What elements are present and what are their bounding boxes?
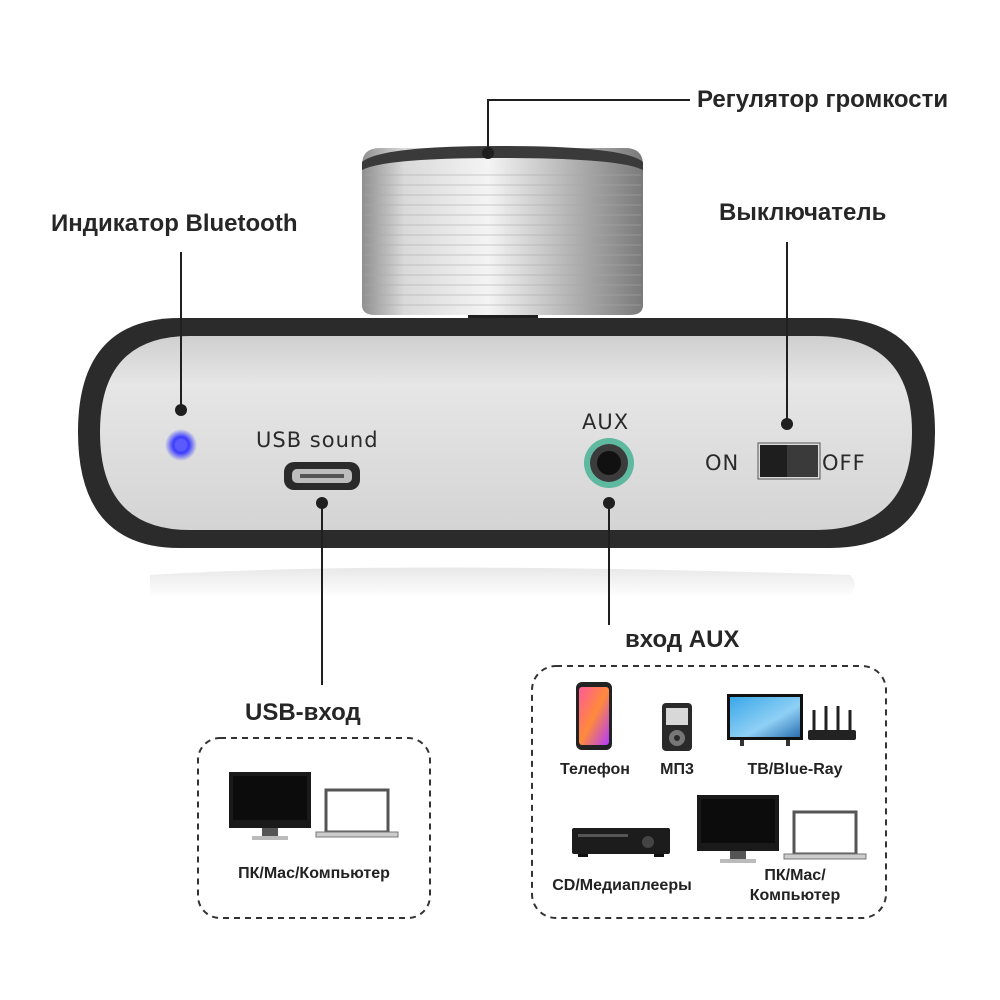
- aux-jack[interactable]: [584, 438, 634, 488]
- tv-label: ТВ/Blue-Ray: [747, 761, 843, 778]
- device-body: [78, 318, 935, 598]
- cd-label: CD/Медиаплееры: [552, 877, 692, 894]
- usb-sound-text: USB sound: [256, 428, 379, 452]
- aux-devices-box: [531, 665, 887, 919]
- switch-label: Выключатель: [719, 199, 887, 226]
- off-text: OFF: [822, 451, 866, 475]
- callout-dots: [175, 147, 793, 509]
- laptop-icon: [315, 788, 399, 838]
- usb-devices-box: [197, 737, 431, 919]
- power-switch[interactable]: [757, 442, 821, 480]
- desktop-monitor-icon-aux: [697, 795, 779, 863]
- desktop-monitor-icon: [229, 772, 311, 840]
- mp3-player-icon: [662, 703, 692, 751]
- smartphone-icon: [576, 682, 612, 750]
- callout-lines: [180, 99, 788, 685]
- router-icon: [808, 706, 856, 740]
- usb-port[interactable]: [284, 462, 360, 490]
- laptop-icon-aux: [783, 810, 867, 860]
- aux-pc-label-line2: Компьютер: [749, 887, 841, 904]
- aux-input-label: вход AUX: [625, 626, 740, 653]
- on-text: ON: [705, 451, 740, 475]
- tv-icon: [727, 694, 803, 746]
- cd-player-icon: [572, 828, 670, 857]
- aux-pc-label-line1: ПК/Mac/: [764, 867, 826, 884]
- usb-pc-label: ПК/Mac/Компьютер: [238, 865, 390, 882]
- volume-knob[interactable]: [362, 146, 643, 322]
- phone-label: Телефон: [560, 761, 630, 778]
- bluetooth-label: Индикатор Bluetooth: [51, 210, 298, 237]
- volume-label: Регулятор громкости: [697, 86, 949, 113]
- usb-input-label: USB-вход: [245, 699, 361, 726]
- bluetooth-led: [165, 429, 197, 461]
- aux-text: AUX: [582, 410, 630, 434]
- mp3-label: МП3: [660, 761, 694, 778]
